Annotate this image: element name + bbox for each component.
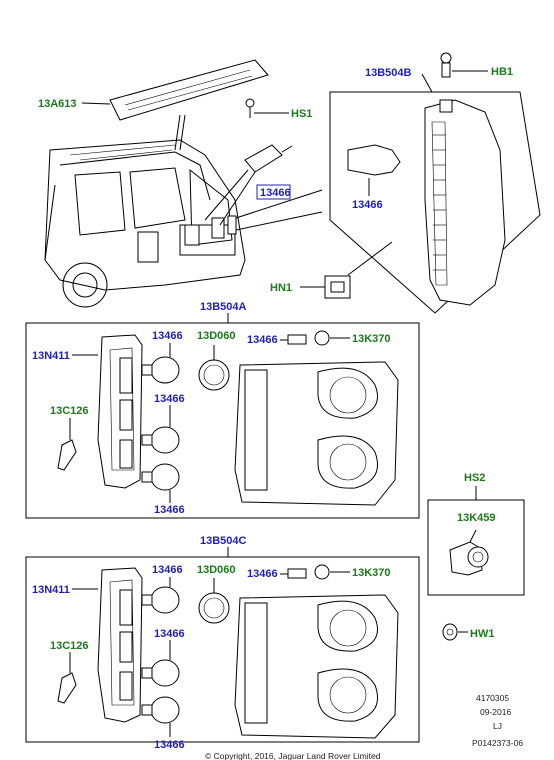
label-13d060-c: 13D060 [197, 564, 236, 576]
high-mount-stop-lamp [81, 59, 269, 151]
reflector-c [198, 578, 230, 624]
lamp-housing-c [234, 594, 399, 739]
label-13466-c-bottom: 13466 [154, 739, 185, 751]
label-13k370-a: 13K370 [352, 333, 391, 345]
bulb-b-icon [347, 144, 401, 196]
reflector-a [198, 345, 230, 391]
label-hs2: HS2 [464, 472, 485, 484]
label-13466-callout: 13466 [260, 187, 291, 199]
bulb-icon [204, 144, 293, 226]
label-hs1: HS1 [291, 108, 312, 120]
label-13d060-a: 13D060 [197, 330, 236, 342]
meta-initials: LJ [493, 721, 502, 731]
small-bulb-c [280, 564, 350, 580]
small-bulb-a [280, 330, 350, 346]
label-hb1: HB1 [491, 66, 513, 78]
label-13466-a-bottom: 13466 [154, 504, 185, 516]
assembly-c-frame [25, 556, 420, 743]
vehicle-rear-illustration [44, 139, 246, 308]
clip-hn1-icon [300, 241, 393, 299]
screw-hs1-icon [245, 98, 289, 118]
bulbs-c [141, 577, 180, 737]
label-hw1: HW1 [470, 628, 494, 640]
assembly-a-frame [25, 322, 420, 519]
meta-ref: P0142373-06 [472, 738, 523, 748]
meta-code: 4170305 [476, 693, 509, 703]
socket-13k459-icon [449, 529, 489, 576]
label-hn1: HN1 [270, 282, 292, 294]
washer-hw1-icon [442, 623, 468, 641]
label-13466-c-right: 13466 [247, 568, 278, 580]
label-13b504a: 13B504A [200, 301, 247, 313]
label-13k370-c: 13K370 [352, 567, 391, 579]
label-13n411-a: 13N411 [32, 350, 70, 362]
label-13466-a-top: 13466 [152, 330, 183, 342]
callout-box [256, 184, 291, 200]
bulb-holder-c [72, 567, 143, 723]
label-13466-b: 13466 [352, 199, 383, 211]
label-13n411-c: 13N411 [32, 584, 70, 596]
label-13c126-c: 13C126 [50, 640, 89, 652]
label-13b504b: 13B504B [365, 67, 412, 79]
label-13466-c-mid: 13466 [154, 628, 185, 640]
screw-hb1-icon [440, 52, 488, 78]
label-13466-c-top: 13466 [152, 564, 183, 576]
label-13k459: 13K459 [457, 512, 496, 524]
meta-copyright: © Copyright, 2016, Jaguar Land Rover Lim… [205, 751, 381, 760]
label-13c126-a: 13C126 [50, 405, 89, 417]
side-lamp-assembly [424, 99, 506, 306]
bulbs-a [141, 343, 180, 503]
bulb-holder-a [72, 334, 143, 489]
label-13b504c: 13B504C [200, 535, 247, 547]
wire-connector-c [57, 652, 77, 704]
label-13466-a-right: 13466 [247, 334, 278, 346]
label-13466-a-mid: 13466 [154, 393, 185, 405]
meta-date: 09-2016 [480, 707, 511, 717]
lamp-housing-a [234, 361, 399, 506]
wire-connector-a [57, 418, 77, 471]
label-13a613: 13A613 [38, 98, 77, 110]
